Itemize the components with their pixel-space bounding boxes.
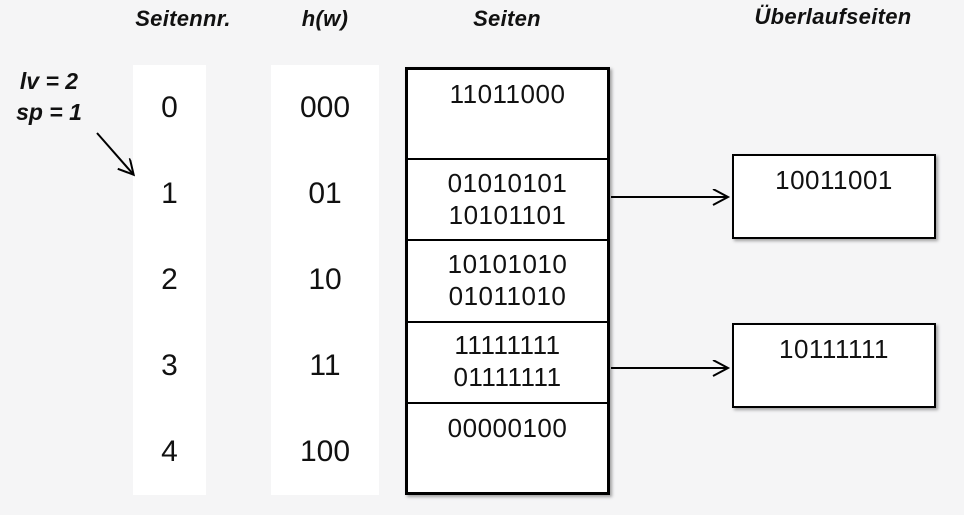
hash-cell: 01: [308, 177, 342, 210]
hash-cell: 000: [299, 91, 351, 124]
bucket-entry: 10101010: [447, 249, 568, 280]
overflow-entry: 10111111: [778, 334, 890, 364]
page-number-cell: 3: [161, 349, 178, 382]
hash-cell: 11: [309, 349, 341, 382]
bucket-entry: 11111111: [454, 330, 561, 361]
page-number-cell: 0: [161, 91, 178, 124]
header-page-number: Seitennr.: [135, 6, 231, 31]
pages-box: 11011000 01010101 10101101 10101010 0101…: [405, 67, 610, 495]
bucket-entry: 01010101: [447, 168, 568, 199]
overflow-box-page-1: 10011001: [732, 154, 936, 239]
page-number-cell: 2: [161, 263, 178, 296]
header-overflow-pages: Überlaufseiten: [754, 4, 912, 29]
level-value: lv = 2: [19, 68, 79, 94]
page-number-column: 0 1 2 3 4: [133, 65, 206, 495]
hash-cell: 10: [308, 263, 342, 296]
overflow-box-page-3: 10111111: [732, 323, 936, 408]
bucket-entry: 10101101: [448, 199, 567, 230]
bucket-entry: 00000100: [447, 412, 568, 443]
bucket-entry: 01111111: [453, 362, 562, 393]
hash-value-column: 000 01 10 11 100: [271, 65, 379, 495]
bucket-4: 00000100: [408, 401, 607, 492]
page-number-cell: 1: [161, 177, 178, 210]
bucket-3: 11111111 01111111: [408, 320, 607, 402]
header-pages: Seiten: [473, 6, 541, 31]
bucket-entry: 01011010: [448, 281, 567, 311]
bucket-1: 01010101 10101101: [408, 158, 607, 239]
hash-cell: 100: [299, 435, 351, 468]
bucket-entry: 11011000: [449, 79, 566, 109]
state-annotation: lv = 2 sp = 1: [6, 66, 92, 128]
split-pointer-value: sp = 1: [16, 99, 82, 126]
overflow-entry: 10011001: [775, 165, 893, 195]
page-number-cell: 4: [161, 435, 178, 468]
split-pointer-arrow: [96, 132, 133, 174]
bucket-2: 10101010 01011010: [408, 239, 607, 320]
bucket-0: 11011000: [408, 70, 607, 158]
header-hash-function: h(w): [301, 6, 349, 31]
